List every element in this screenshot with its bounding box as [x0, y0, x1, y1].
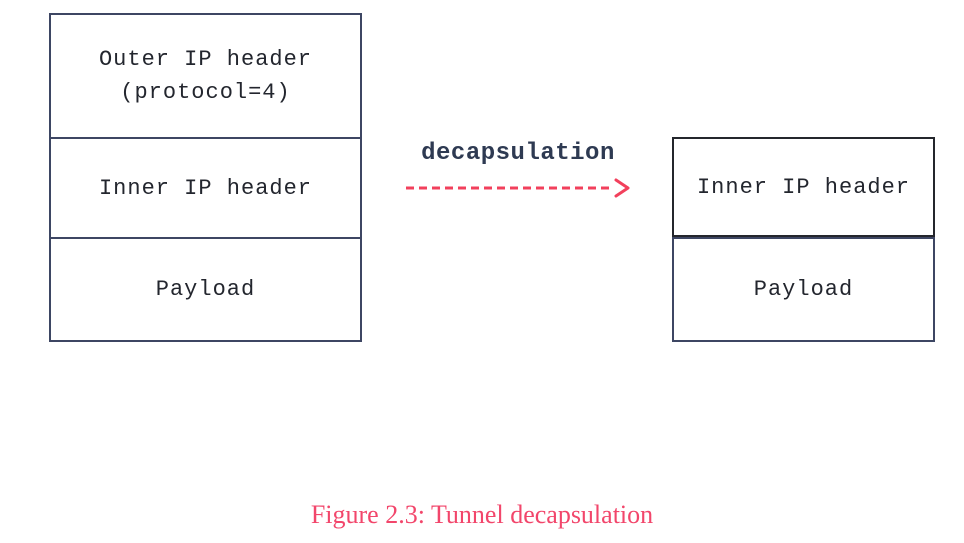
outer-ip-header-label: Outer IP header: [98, 47, 313, 72]
outer-ip-header-cell: Outer IP header (protocol=4): [51, 15, 360, 137]
payload-cell: Payload: [51, 237, 360, 340]
decapsulated-inner-ip-header-label: Inner IP header: [696, 174, 911, 200]
figure-caption: Figure 2.3: Tunnel decapsulation: [310, 500, 654, 529]
decapsulation-arrow-icon: [406, 178, 630, 198]
decapsulated-payload-label: Payload: [753, 277, 854, 302]
payload-label: Payload: [155, 277, 256, 302]
decapsulated-payload-cell: Payload: [672, 237, 935, 342]
decapsulation-label: decapsulation: [421, 140, 615, 167]
decapsulated-inner-ip-header-cell: Inner IP header: [672, 137, 935, 237]
inner-ip-header-label: Inner IP header: [98, 175, 313, 201]
outer-ip-protocol-label: (protocol=4): [120, 80, 291, 105]
inner-ip-header-cell: Inner IP header: [51, 137, 360, 237]
encapsulated-packet-stack: Outer IP header (protocol=4) Inner IP he…: [49, 13, 362, 342]
